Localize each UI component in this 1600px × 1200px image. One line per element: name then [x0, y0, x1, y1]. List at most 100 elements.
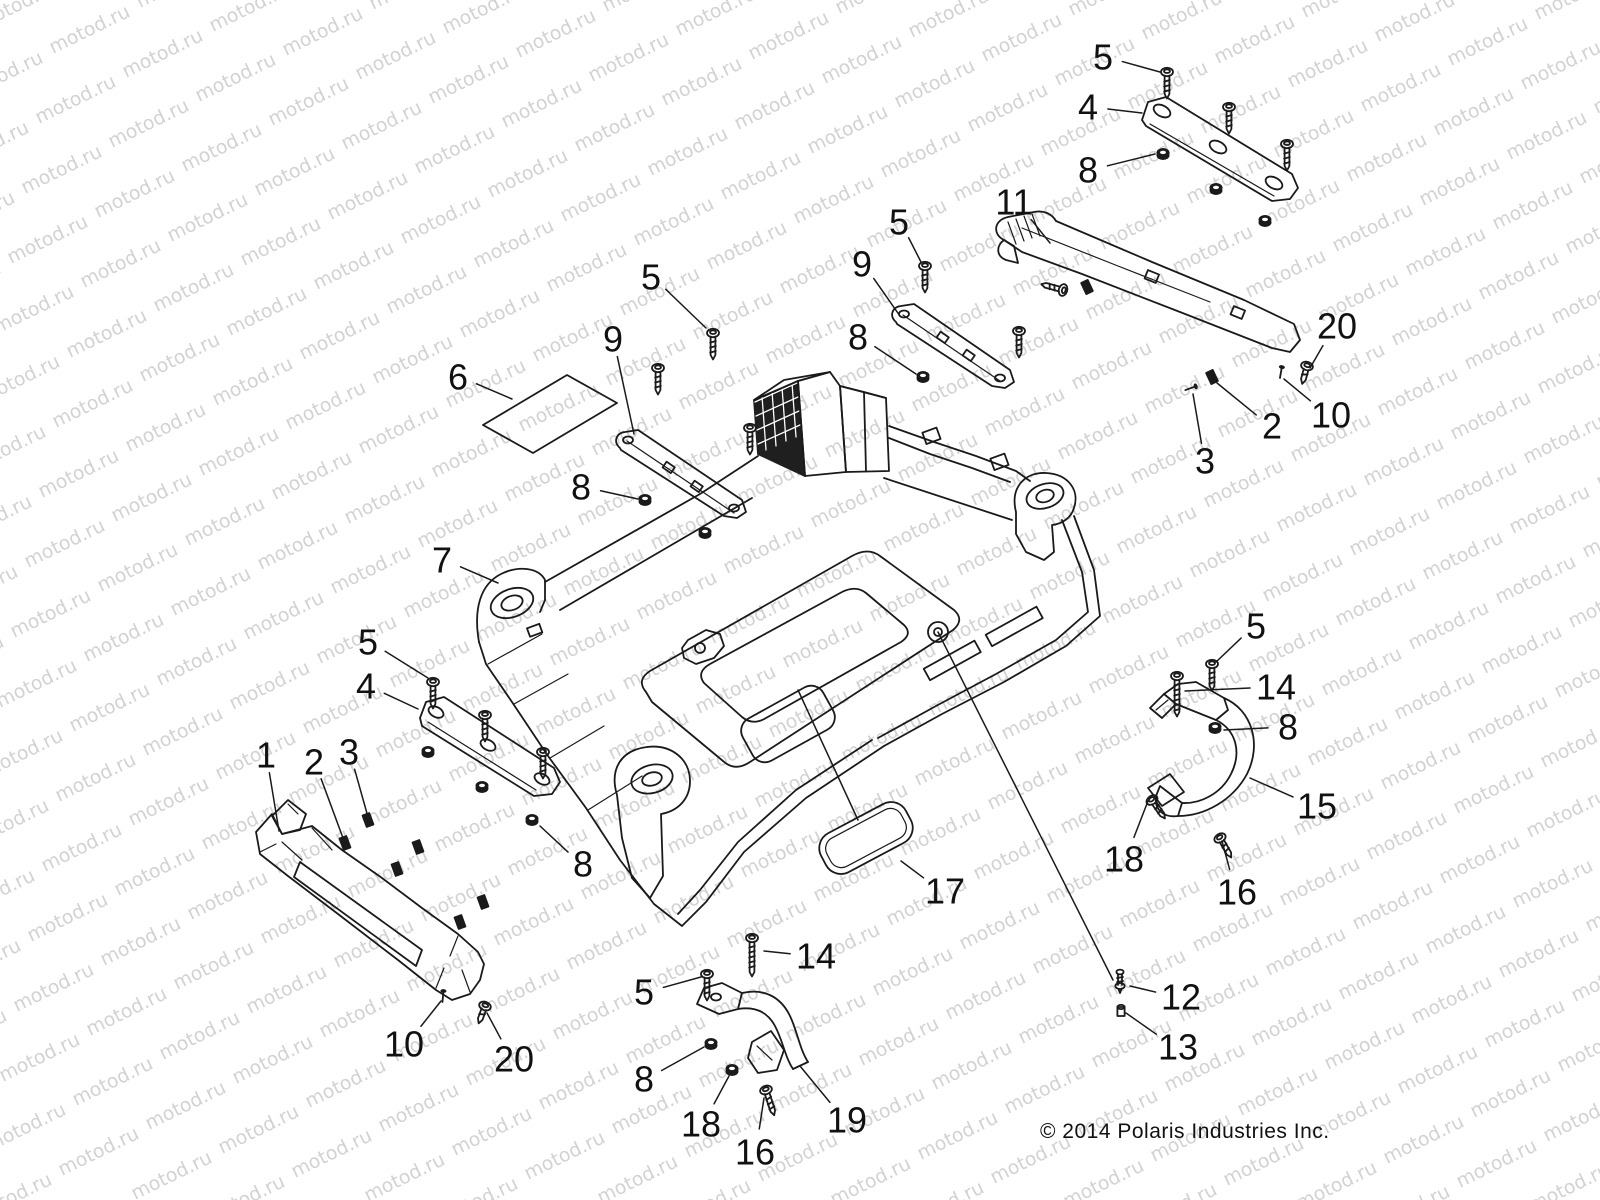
watermark-text: motod.ru: [122, 399, 210, 457]
callout-8: 8: [1078, 150, 1098, 191]
watermark-text: motod.ru: [0, 351, 64, 409]
watermark-text: motod.ru: [77, 235, 165, 293]
screw-icon: [700, 968, 714, 1002]
watermark-text: motod.ru: [1183, 151, 1271, 209]
watermark-text: motod.ru: [21, 515, 109, 573]
watermark-text: motod.ru: [209, 353, 297, 411]
watermark-text: motod.ru: [111, 843, 199, 901]
watermark-text: motod.ru: [521, 1127, 609, 1185]
watermark-text: motod.ru: [181, 493, 269, 551]
callout-20: 20: [1317, 306, 1357, 347]
watermark-text: motod.ru: [1144, 735, 1232, 793]
callout-leader: [353, 768, 369, 818]
fasteners-layer: [338, 66, 1314, 1117]
nut-icon: [421, 746, 435, 758]
watermark-text: motod.ru: [942, 967, 1030, 1025]
watermark-text: motod.ru: [251, 143, 339, 201]
callout-leader: [486, 1012, 502, 1040]
watermark-text: motod.ru: [1360, 433, 1448, 491]
watermark-text: motod.ru: [1099, 571, 1187, 629]
watermark-text: motod.ru: [254, 517, 342, 575]
callout-leader: [1249, 777, 1294, 798]
watermark-text: motod.ru: [49, 375, 137, 433]
watermark-text: motod.ru: [546, 613, 634, 671]
watermark-text: motod.ru: [1416, 153, 1504, 211]
watermark-text: motod.ru: [1298, 0, 1386, 22]
callout-16: 16: [735, 1132, 775, 1173]
watermark-text: motod.ru: [1214, 385, 1302, 443]
callout-leader: [874, 345, 917, 375]
watermark-text: motod.ru: [981, 383, 1069, 441]
watermark-text: motod.ru: [108, 469, 196, 527]
watermark-text: motod.ru: [1523, 785, 1600, 843]
watermark-text: motod.ru: [1596, 809, 1600, 867]
watermark-text: motod.ru: [206, 0, 294, 36]
watermark-text: motod.ru: [4, 211, 92, 269]
watermark-text: motod.ru: [1026, 547, 1114, 605]
watermark-text: motod.ru: [1562, 201, 1600, 259]
watermark-text: motod.ru: [1211, 11, 1299, 69]
watermark-text: motod.ru: [751, 755, 839, 813]
watermark-text: motod.ru: [1071, 711, 1159, 769]
watermark-text: motod.ru: [1380, 1111, 1468, 1169]
watermark-text: motod.ru: [717, 147, 805, 205]
copyright-text: © 2014 Polaris Industries Inc.: [1040, 1120, 1330, 1143]
watermark-text: motod.ru: [341, 471, 429, 529]
watermark-text: motod.ru: [672, 0, 760, 40]
nut-icon: [1258, 215, 1272, 227]
watermark-text: motod.ru: [557, 169, 645, 227]
watermark-text: motod.ru: [63, 305, 151, 363]
watermark-text: motod.ru: [1377, 737, 1465, 795]
watermark-text: motod.ru: [782, 989, 870, 1047]
screw-icon: [651, 362, 665, 396]
watermark-text: motod.ru: [1467, 1065, 1555, 1123]
watermark-text: motod.ru: [563, 917, 651, 975]
watermark-text: motod.ru: [431, 799, 519, 857]
cap-nut-icon: [1116, 1004, 1126, 1017]
watermark-text: motod.ru: [720, 521, 808, 579]
watermark-text: motod.ru: [1430, 83, 1518, 141]
watermark-text: motod.ru: [1357, 59, 1445, 117]
screw-icon: [1145, 794, 1166, 820]
watermark-text: motod.ru: [125, 773, 213, 831]
watermark-text: motod.ru: [411, 121, 499, 179]
callout-2: 2: [1262, 406, 1282, 447]
watermark-text: motod.ru: [1234, 1063, 1322, 1121]
watermark-text: motod.ru: [164, 189, 252, 247]
watermark-text: motod.ru: [827, 1153, 915, 1200]
watermark-text: motod.ru: [0, 655, 81, 713]
watermark-text: motod.ru: [1329, 199, 1417, 257]
callout-leader: [713, 1075, 730, 1105]
callout-leader: [907, 237, 922, 263]
callout-leader: [599, 489, 639, 500]
watermark-text: motod.ru: [1110, 127, 1198, 185]
callout-16: 16: [1217, 872, 1257, 913]
watermark-text: motod.ru: [133, 0, 221, 12]
watermark-text: motod.ru: [0, 281, 78, 339]
nut-icon: [698, 527, 712, 539]
watermark-text: motod.ru: [439, 0, 527, 38]
watermark-text: motod.ru: [282, 377, 370, 435]
watermark-text: motod.ru: [105, 95, 193, 153]
watermark-text: motod.ru: [24, 889, 112, 947]
screw-icon: [743, 422, 757, 456]
watermark-text: motod.ru: [128, 1147, 216, 1200]
callout-leader: [268, 771, 280, 832]
watermark-text: motod.ru: [369, 331, 457, 389]
watermark-text: motod.ru: [1394, 1041, 1482, 1099]
watermark-text: motod.ru: [18, 141, 106, 199]
watermark-text: motod.ru: [119, 25, 207, 83]
callout-leader: [1129, 985, 1157, 993]
callout-8: 8: [573, 844, 593, 885]
callout-5: 5: [1093, 37, 1113, 78]
watermark-text: motod.ru: [91, 165, 179, 223]
watermark-text: motod.ru: [403, 939, 491, 997]
watermark-text: motod.ru: [1273, 479, 1361, 537]
watermark-text: motod.ru: [914, 1107, 1002, 1165]
nut-icon: [638, 494, 652, 506]
watermark-text: motod.ru: [1217, 759, 1305, 817]
watermark-text: motod.ru: [327, 541, 415, 599]
callout-9: 9: [603, 319, 623, 360]
watermark-text: motod.ru: [456, 285, 544, 343]
nut-icon: [1208, 722, 1222, 734]
